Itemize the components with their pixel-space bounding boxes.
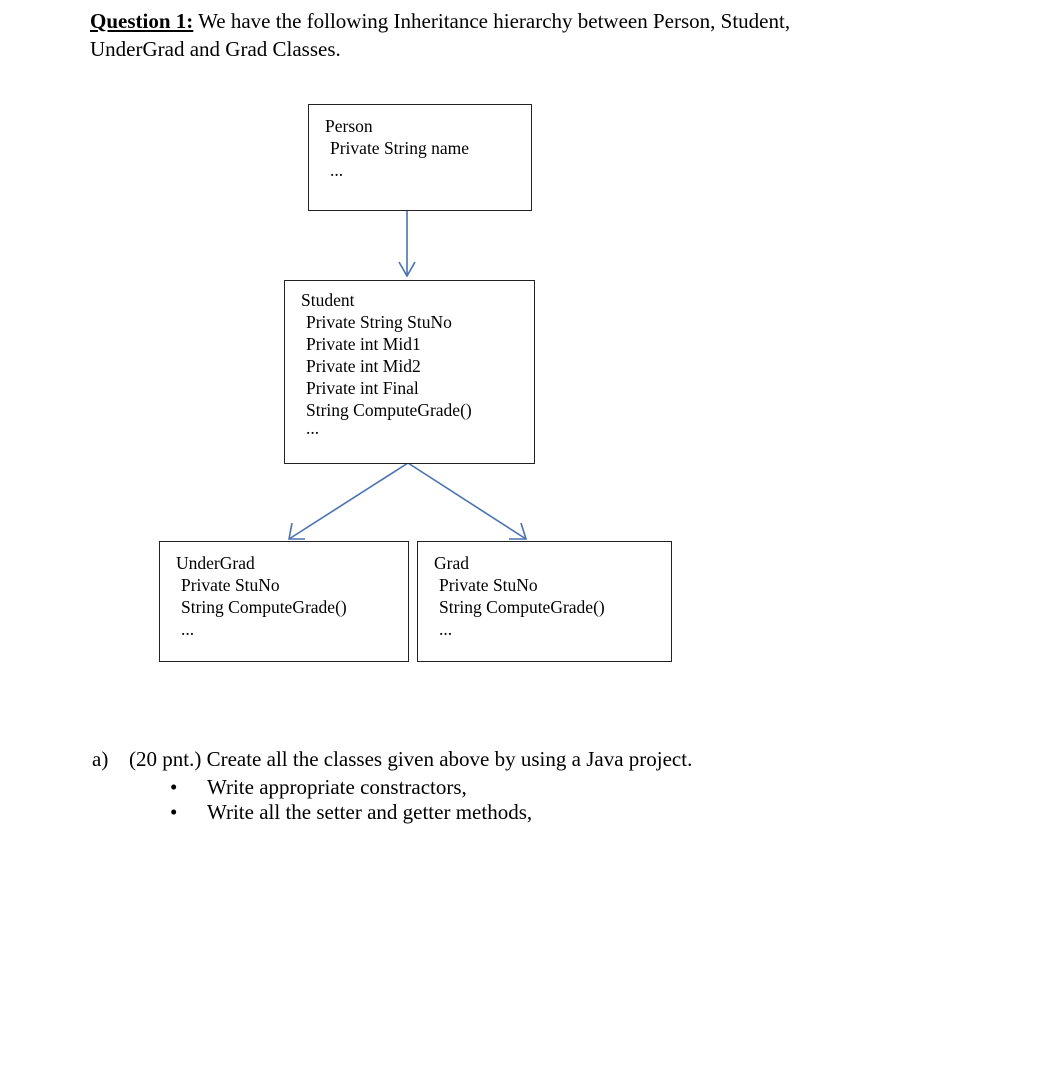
class-field: Private StuNo	[439, 575, 538, 595]
class-box-student: Student Private String StuNo Private int…	[284, 280, 535, 464]
arrowhead-undergrad	[288, 522, 305, 540]
class-field: ...	[181, 619, 195, 639]
arrow-student-grad	[407, 462, 527, 540]
question-label: Question 1:	[90, 9, 194, 33]
class-name: Grad	[434, 553, 469, 573]
bullet-icon: •	[170, 800, 178, 824]
arrowhead-grad	[509, 522, 528, 540]
question-line-2: UnderGrad and Grad Classes.	[90, 37, 341, 61]
class-field: Private StuNo	[181, 575, 280, 595]
class-name: UnderGrad	[176, 553, 255, 573]
question-line-1: Question 1: We have the following Inheri…	[90, 9, 790, 33]
part-a-text: (20 pnt.) Create all the classes given a…	[129, 747, 693, 771]
class-field: String ComputeGrade()	[306, 400, 472, 420]
inheritance-arrows	[288, 206, 528, 540]
bullet-icon: •	[170, 775, 178, 799]
class-field: Private String StuNo	[306, 312, 452, 332]
class-field: ...	[330, 160, 344, 180]
class-box-undergrad: UnderGrad Private StuNo String ComputeGr…	[159, 541, 409, 662]
class-name: Person	[325, 116, 373, 136]
class-box-person: Person Private String name ...	[308, 104, 532, 211]
class-field: String ComputeGrade()	[181, 597, 347, 617]
class-field: Private int Mid2	[306, 356, 421, 376]
bullet-item: Write appropriate constractors,	[207, 775, 467, 799]
question-text: We have the following Inheritance hierar…	[193, 9, 791, 33]
class-field: String ComputeGrade()	[439, 597, 605, 617]
arrow-student-undergrad	[288, 462, 409, 540]
class-field: ...	[306, 418, 320, 438]
arrowhead-student	[398, 261, 416, 278]
class-field: Private String name	[330, 138, 470, 158]
bullet-item: Write all the setter and getter methods,	[207, 800, 533, 824]
class-name: Student	[301, 290, 355, 310]
class-field: Private int Final	[306, 378, 419, 398]
class-box-grad: Grad Private StuNo String ComputeGrade()…	[417, 541, 672, 662]
class-field: ...	[439, 619, 453, 639]
part-a-marker: a)	[92, 747, 109, 771]
class-field: Private int Mid1	[306, 334, 421, 354]
